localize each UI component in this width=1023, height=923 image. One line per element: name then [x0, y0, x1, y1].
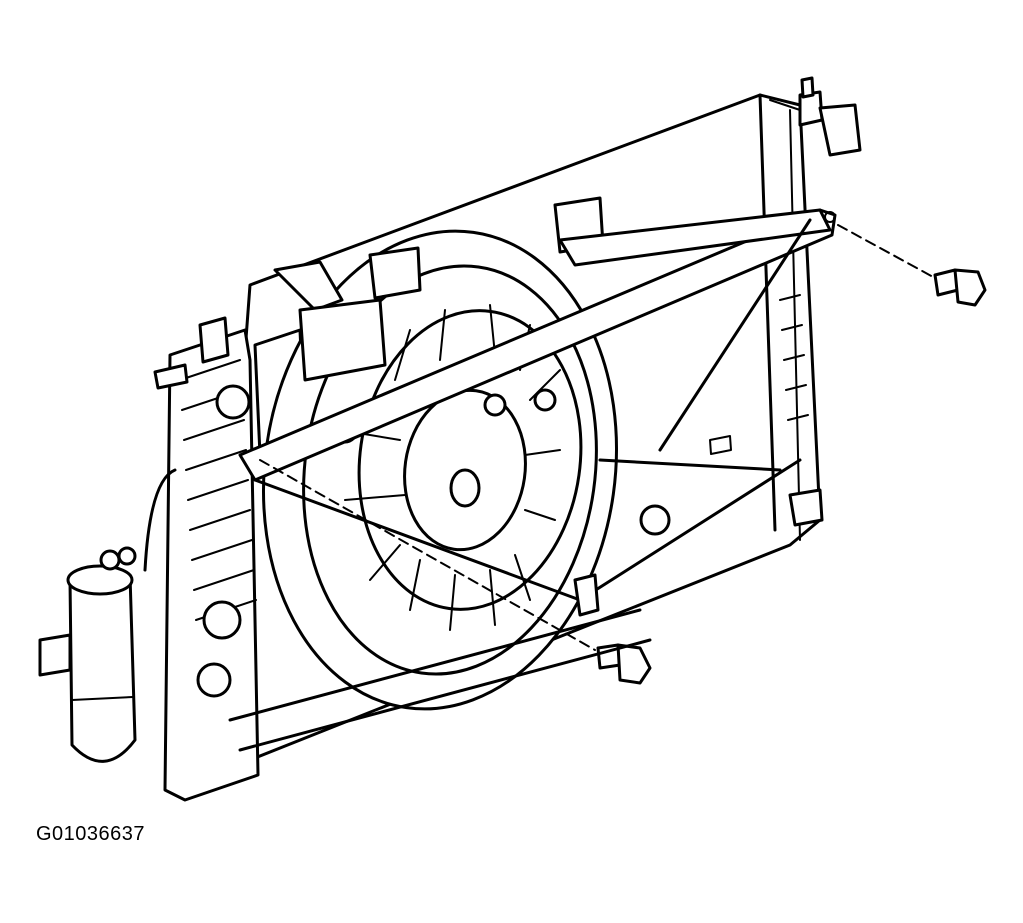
figure-id-label: G01036637	[36, 823, 146, 845]
receiver-dryer	[38, 468, 177, 763]
cooling-fan	[331, 304, 583, 631]
mounting-bolt-lower	[259, 459, 652, 685]
radiator-lower-rail	[228, 608, 652, 752]
mounting-bolt-upper-right	[837, 224, 987, 307]
fan-support-bracket	[238, 208, 837, 617]
